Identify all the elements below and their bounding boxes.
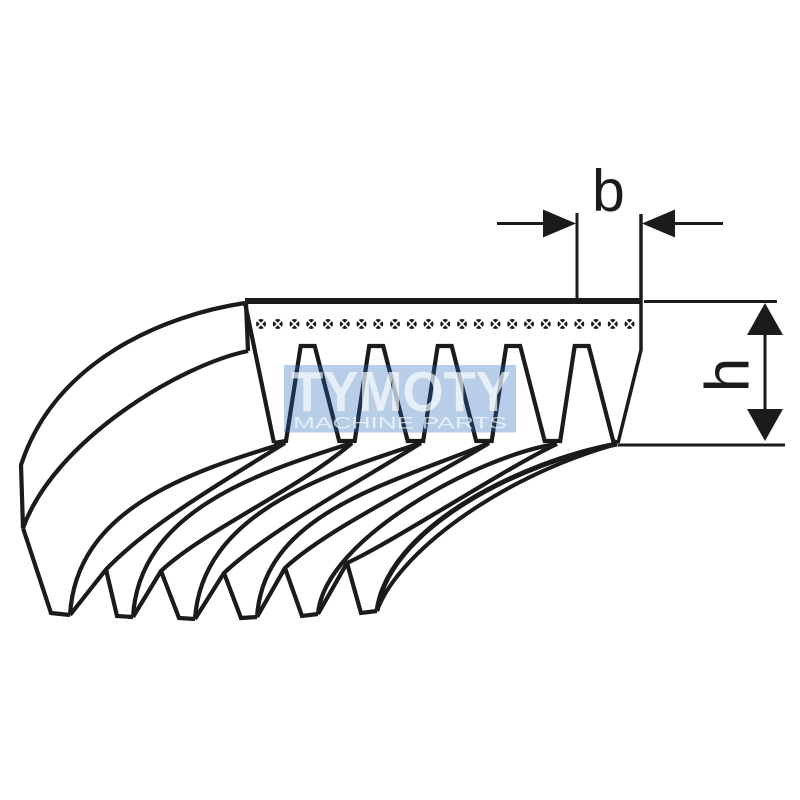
svg-text:TYMOTY: TYMOTY [291, 360, 511, 424]
svg-text:h: h [694, 358, 763, 392]
svg-text:b: b [592, 158, 625, 224]
svg-text:MACHINE PARTS: MACHINE PARTS [293, 415, 507, 433]
